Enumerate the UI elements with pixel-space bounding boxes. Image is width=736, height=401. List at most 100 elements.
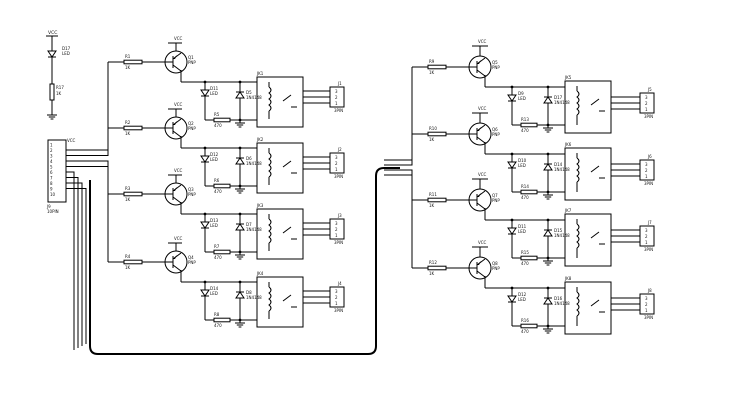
led-ref: D13 (210, 218, 219, 223)
transistor-type: PNP (188, 260, 196, 265)
led-resistor (213, 183, 231, 189)
output-connector (639, 159, 655, 181)
output-ref: J2 (337, 147, 342, 152)
right-signal-bus (384, 67, 413, 268)
base-resistor (123, 191, 143, 197)
led-resistor (520, 122, 538, 128)
diode-ref: D5 (246, 90, 252, 95)
header-lead-right (66, 188, 87, 344)
output-pin-label: 1 (335, 233, 338, 238)
base-resistor-value: 1K (429, 271, 435, 276)
relay-box (564, 147, 612, 201)
relay-ref: JK6 (564, 142, 572, 147)
channel-right-1: VCCQ5PNPR91KD9LEDR13470D171N4148JK5321J5… (412, 39, 655, 134)
ground-symbol (235, 252, 245, 260)
output-pin-label: 1 (645, 240, 648, 245)
output-pin-label: 2 (645, 168, 648, 173)
diode-type: 1N4148 (246, 161, 262, 166)
indicator-led (200, 221, 210, 229)
transistor-type: PNP (492, 65, 500, 70)
led-resistor-value: 470 (214, 189, 222, 194)
transistor-q (164, 116, 188, 140)
transistor-ref: Q6 (492, 127, 498, 132)
relay-coil (576, 223, 580, 249)
channel-left-3: VCCQ3PNPR31KD13LEDR7470D71N4148JK3321J33… (108, 168, 345, 260)
diode-type: 1N4148 (554, 167, 570, 172)
indicator-led (507, 94, 517, 102)
transistor-ref: Q7 (492, 193, 498, 198)
led-resistor (213, 249, 231, 255)
power-resistor (49, 83, 55, 101)
bus-to-q8 (409, 174, 413, 268)
transistor-q (164, 250, 188, 274)
led-ref: D14 (210, 286, 219, 291)
left-signal-bus (66, 62, 400, 355)
transistor-arrow (173, 187, 177, 191)
flyback-diode (235, 291, 245, 299)
power-led (47, 50, 57, 58)
relay-switch (282, 160, 292, 168)
channel-right-2: VCCQ6PNPR101KD10LEDR14470D141N4148JK6321… (412, 106, 655, 201)
led-resistor-ref: R7 (214, 244, 220, 249)
diode-ref: D6 (246, 156, 252, 161)
bus-to-q6 (403, 134, 413, 166)
led-resistor-ref: R13 (521, 117, 529, 122)
transistor-collector (476, 69, 486, 77)
diode-body (507, 227, 517, 235)
transistor-arrow (173, 121, 177, 125)
bus-to-q2 (90, 128, 109, 156)
led-resistor-value: 470 (214, 123, 222, 128)
channel-vcc-label: VCC (478, 172, 487, 177)
base-resistor-ref: R1 (125, 54, 131, 59)
relay-box (564, 80, 612, 134)
base-resistor-ref: R11 (429, 192, 437, 197)
led-resistor-value: 470 (521, 128, 529, 133)
output-connector (329, 152, 345, 174)
diode-type: 1N4148 (246, 95, 262, 100)
relay-switch (282, 94, 292, 102)
output-pin-label: 1 (335, 167, 338, 172)
transistor-arrow (477, 261, 481, 265)
diode-type: 1N4148 (554, 301, 570, 306)
led-ref: D11 (518, 224, 527, 229)
diode-body (47, 50, 57, 58)
channel-vcc-label: VCC (478, 240, 487, 245)
output-type: 3PIN (334, 240, 343, 245)
diode-ref: D7 (246, 222, 252, 227)
diode-body (543, 297, 553, 305)
header-pin-label: 1 (50, 143, 53, 148)
flyback-diode (235, 91, 245, 99)
output-connector (329, 286, 345, 308)
transistor-q (468, 55, 492, 79)
base-resistor-ref: R4 (125, 254, 131, 259)
output-pin-label: 1 (645, 174, 648, 179)
diode-body (507, 295, 517, 303)
channel-right-3: VCCQ7PNPR111KD11LEDR15470D151N4148JK7321… (412, 172, 655, 267)
base-resistor-value: 1K (429, 70, 435, 75)
transistor-arrow (477, 127, 481, 131)
diode-body (200, 89, 210, 97)
output-ref: J7 (647, 220, 652, 225)
diode-body (507, 94, 517, 102)
output-connector (329, 218, 345, 240)
ground-symbol (543, 326, 553, 334)
indicator-led (507, 295, 517, 303)
ground-symbol (235, 320, 245, 328)
bus-to-q3 (96, 160, 109, 194)
output-type: 3PIN (644, 181, 653, 186)
output-pin-label: 2 (335, 95, 338, 100)
output-pin-label: 3 (335, 221, 338, 226)
relay-box (564, 281, 612, 335)
ground-symbol (543, 192, 553, 200)
relay-coil (268, 286, 272, 312)
indicator-led (507, 161, 517, 169)
transistor-collector (172, 64, 182, 72)
power-vcc-label: VCC (48, 30, 57, 36)
relay-ref: JK2 (256, 137, 264, 142)
base-resistor-value: 1K (429, 137, 435, 142)
diode-body (235, 157, 245, 165)
led-resistor-value: 470 (521, 195, 529, 200)
header-pin-label: 7 (50, 176, 53, 181)
relay-box (256, 208, 304, 260)
